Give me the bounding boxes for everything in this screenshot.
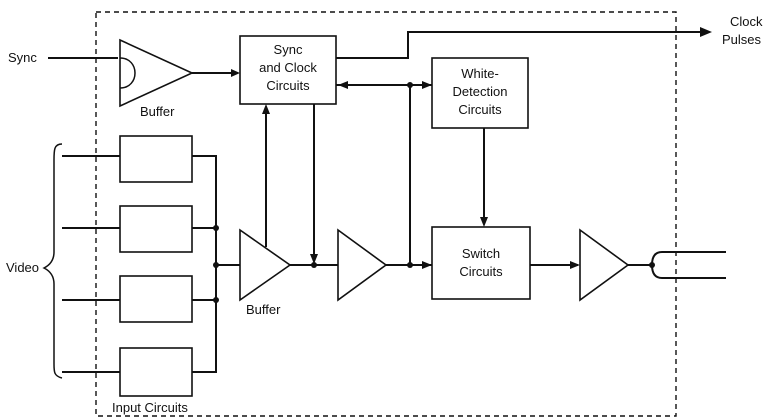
sync-buffer [119,38,194,108]
video-label: Video [6,260,40,275]
clock-pulses-label-1: Clock [730,14,763,29]
input-circuits [119,135,193,397]
white-detection-label-2: Detection [452,84,508,99]
switch-label-1: Switch [461,246,501,261]
sync-input-label: Sync [8,50,37,65]
clock-pulses-label-2: Pulses [722,32,762,47]
sync-clock-box [239,35,337,105]
buffer-top-label: Buffer [140,104,175,119]
output-pair [650,251,726,279]
switch-circuits-box [431,226,531,300]
buffer-mid-label: Buffer [246,302,281,317]
sync-clock-label-2: and Clock [259,60,317,75]
clock-pulses-line [336,31,700,59]
sync-clock-label-3: Circuits [266,78,310,93]
input-circuits-label: Input Circuits [112,400,188,415]
white-detection-label-1: White- [461,66,499,81]
white-detection-box [431,57,529,129]
amplifier [337,228,388,302]
video-buffer [239,228,292,302]
system-boundary [95,11,677,417]
video-brace [42,143,63,379]
output-amplifier [579,228,630,302]
white-detection-label-3: Circuits [458,102,502,117]
sync-clock-label-1: Sync [273,42,303,57]
switch-label-2: Circuits [459,264,503,279]
